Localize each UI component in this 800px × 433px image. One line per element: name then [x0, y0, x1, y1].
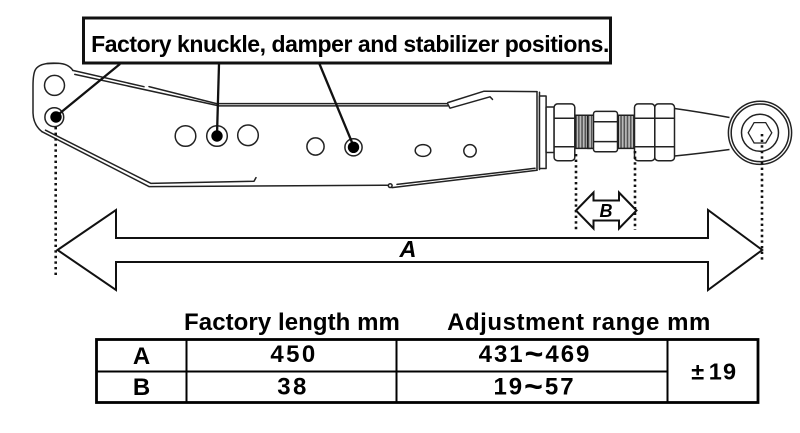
svg-text:±19: ±19 [691, 358, 737, 384]
svg-text:Factory knuckle, damper and st: Factory knuckle, damper and stabilizer p… [91, 31, 609, 57]
svg-text:B: B [133, 374, 150, 401]
svg-text:431~469: 431~469 [479, 336, 592, 372]
svg-text:A: A [133, 343, 150, 370]
svg-text:Factory length mm: Factory length mm [184, 309, 400, 336]
svg-text:B: B [600, 201, 613, 221]
svg-text:A: A [399, 236, 417, 262]
svg-text:19~57: 19~57 [493, 368, 575, 404]
svg-text:450: 450 [270, 341, 317, 368]
svg-text:38: 38 [277, 374, 309, 401]
svg-text:Adjustment range mm: Adjustment range mm [447, 309, 711, 336]
